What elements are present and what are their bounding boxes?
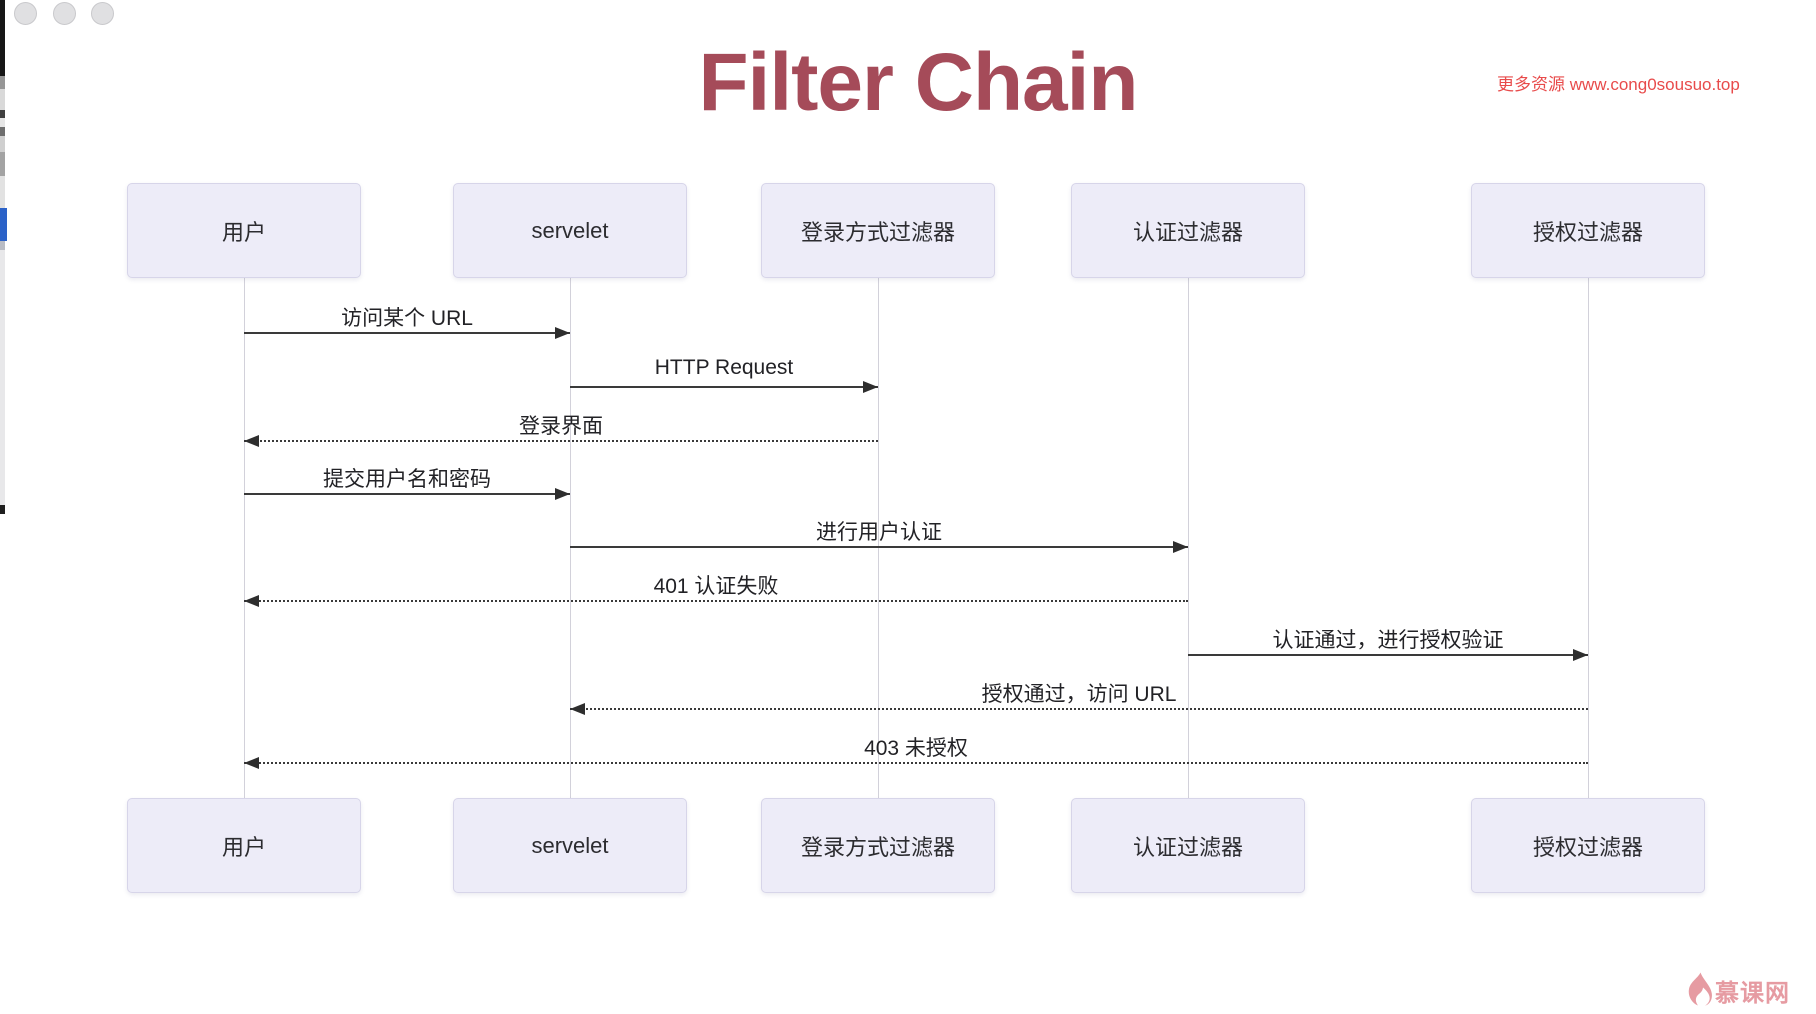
lifeline-user [244, 278, 245, 798]
actor-authn-filter-top: 认证过滤器 [1071, 183, 1305, 278]
actor-label: 登录方式过滤器 [800, 834, 955, 860]
actor-authz-filter-top: 授权过滤器 [1471, 183, 1705, 278]
arrowhead-right-icon [863, 381, 878, 393]
message-line [244, 600, 1188, 602]
message-label: 授权通过，访问 URL [981, 683, 1177, 706]
actor-authn-filter-bottom: 认证过滤器 [1071, 798, 1305, 893]
arrowhead-right-icon [1173, 541, 1188, 553]
actor-servelet-bottom: servelet [453, 798, 687, 893]
message-line [244, 440, 878, 442]
actor-login-filter-bottom: 登录方式过滤器 [761, 798, 995, 893]
page-title: Filter Chain [698, 37, 1138, 128]
message-label: 登录界面 [519, 415, 603, 438]
actor-label: 登录方式过滤器 [800, 219, 955, 245]
promo-link-text: 更多资源 www.cong0sousuo.top [1497, 75, 1740, 94]
flame-icon [1688, 972, 1712, 1006]
message-label: 提交用户名和密码 [323, 468, 491, 491]
brand-name: 慕课网 [1715, 979, 1790, 1007]
message-label: HTTP Request [654, 356, 794, 379]
message-line [1188, 654, 1588, 656]
actor-label: 授权过滤器 [1532, 219, 1643, 245]
message-label: 进行用户认证 [816, 521, 942, 544]
actor-label: 认证过滤器 [1132, 834, 1243, 860]
message-label: 认证通过，进行授权验证 [1272, 629, 1504, 652]
window-close-button[interactable] [14, 2, 37, 25]
imooc-watermark: 慕课网 [1686, 972, 1790, 1008]
actor-label: servelet [531, 217, 609, 243]
actor-label: 认证过滤器 [1132, 219, 1243, 245]
message-line [570, 546, 1188, 548]
actor-label: 授权过滤器 [1532, 834, 1643, 860]
actor-login-filter-top: 登录方式过滤器 [761, 183, 995, 278]
background-window-sliver [0, 0, 7, 1014]
lifeline-authz-filter [1588, 278, 1589, 798]
actor-authz-filter-bottom: 授权过滤器 [1471, 798, 1705, 893]
arrowhead-left-icon [244, 757, 259, 769]
arrowhead-right-icon [555, 327, 570, 339]
lifeline-servelet [570, 278, 571, 798]
message-label: 403 未授权 [864, 737, 968, 760]
actor-servelet-top: servelet [453, 183, 687, 278]
arrowhead-left-icon [244, 595, 259, 607]
actor-user-bottom: 用户 [127, 798, 361, 893]
message-line [244, 332, 570, 334]
actor-label: 用户 [221, 219, 266, 245]
lifeline-authn-filter [1188, 278, 1189, 798]
message-label: 访问某个 URL [341, 307, 473, 330]
actor-label: servelet [531, 832, 609, 858]
message-line [570, 708, 1588, 710]
message-label: 401 认证失败 [653, 575, 779, 598]
message-line [244, 493, 570, 495]
actor-user-top: 用户 [127, 183, 361, 278]
window-minimize-button[interactable] [53, 2, 76, 25]
window-zoom-button[interactable] [91, 2, 114, 25]
message-line [570, 386, 878, 388]
arrowhead-right-icon [555, 488, 570, 500]
actor-label: 用户 [221, 834, 266, 860]
arrowhead-left-icon [570, 703, 585, 715]
message-line [244, 762, 1588, 764]
lifeline-login-filter [878, 278, 879, 798]
arrowhead-right-icon [1573, 649, 1588, 661]
arrowhead-left-icon [244, 435, 259, 447]
